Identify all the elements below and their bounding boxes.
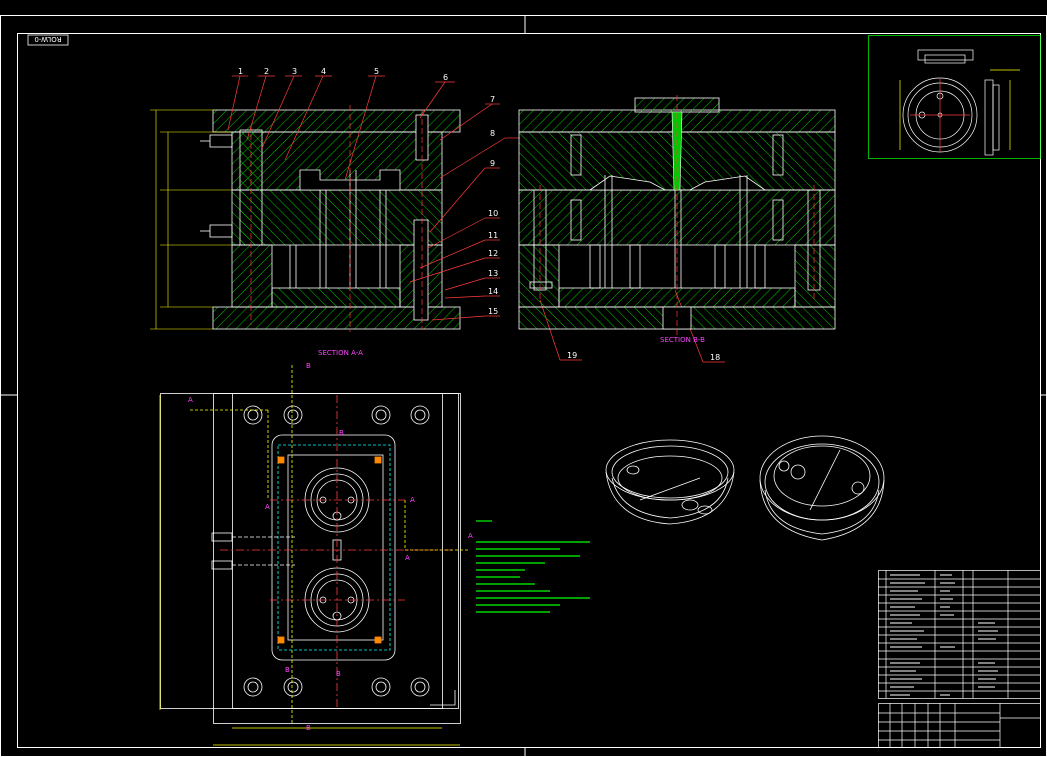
part-number: 15 (488, 307, 498, 316)
part-number: 6 (443, 73, 448, 82)
section-b-label: SECTION A-A (318, 349, 363, 357)
part-number: 13 (488, 269, 498, 278)
technical-notes (476, 520, 590, 613)
view-marker: A (468, 532, 473, 540)
part-number-labels: 1 2 3 4 5 6 7 8 9 10 11 12 13 14 15 18 1… (238, 67, 720, 362)
part-number: 12 (488, 249, 498, 258)
part-number: 14 (488, 287, 498, 296)
part-number: 8 (490, 129, 495, 138)
part-number: 7 (490, 95, 495, 104)
product-isometric-1 (605, 439, 735, 525)
product-isometric-2 (759, 435, 885, 541)
part-number: 1 (238, 67, 243, 76)
section-a-label: SECTION B-B (660, 336, 705, 344)
part-number: 10 (488, 209, 498, 218)
view-marker: B (306, 724, 311, 732)
view-marker: A (405, 554, 410, 562)
rotated-stamp: ROLW-0 (27, 34, 69, 46)
section-b-view (518, 95, 836, 335)
plan-view (159, 365, 470, 746)
view-marker: B (306, 362, 311, 370)
view-marker: B (285, 666, 290, 674)
view-marker: B (339, 429, 344, 437)
stamp-text: ROLW-0 (34, 35, 61, 43)
view-marker: A (188, 396, 193, 404)
view-marker: A (265, 503, 270, 511)
bom-entries (890, 574, 998, 696)
part-number: 9 (490, 159, 495, 168)
view-marker: B (336, 670, 341, 678)
part-number: 3 (292, 67, 297, 76)
section-a-view (150, 105, 461, 332)
view-marker: A (410, 496, 415, 504)
part-number: 19 (567, 351, 577, 360)
title-block (878, 570, 1041, 748)
part-number: 4 (321, 67, 326, 76)
view-markers: B A B A A A A B B B (188, 362, 473, 732)
part-number: 18 (710, 353, 720, 362)
part-number: 2 (264, 67, 269, 76)
part-number: 5 (374, 67, 379, 76)
part-number: 11 (488, 231, 498, 240)
detail-view (868, 35, 1041, 159)
